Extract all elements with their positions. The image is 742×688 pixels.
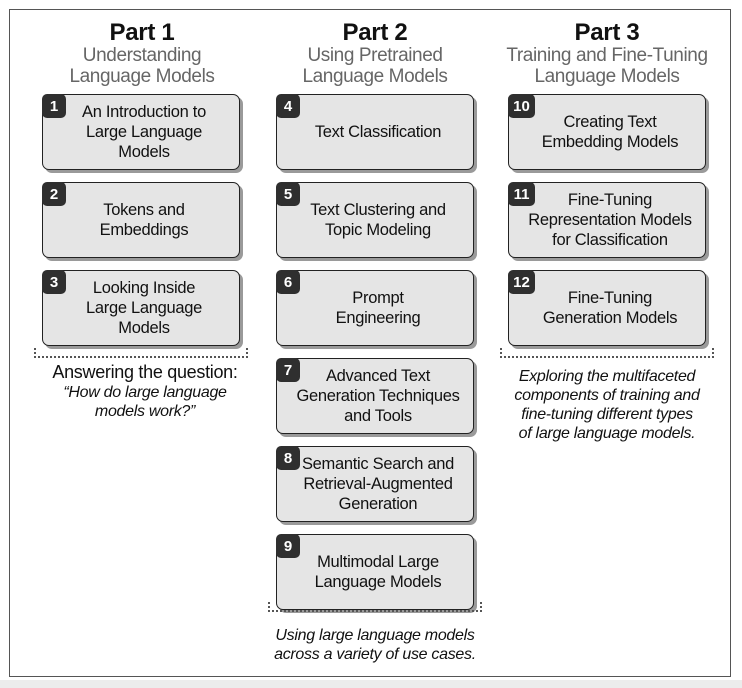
part-1-caption-plain: Answering the question: [52,362,238,382]
part-1-title: Part 1 [109,19,175,46]
chapter-10-number: 10 [508,94,535,118]
part-3-bracket [500,348,714,358]
part-2-caption-italic-line-2: across a variety of use cases. [274,646,476,663]
chapter-4-box: 4 Text Classification [276,94,474,170]
chapter-7-number: 7 [276,358,300,382]
part-1-caption-italic-line-1: “How do large language [63,384,227,401]
part-3-caption: Exploring the multifaceted components of… [488,367,726,443]
part-2-title: Part 2 [342,19,408,46]
part-2-bracket [268,602,482,612]
part-1-caption-italic-line-2: models work?” [94,403,196,420]
part-1-subtitle-line-1: Understanding [82,45,202,66]
bottom-strip [0,680,742,688]
part-1-bracket [34,348,248,358]
part-2-subtitle-line-2: Language Models [302,66,448,87]
chapter-3-number: 3 [42,270,66,294]
chapter-12-number: 12 [508,270,535,294]
part-2-caption-italic-line-1: Using large language models [275,627,475,644]
chapter-5-number: 5 [276,182,300,206]
part-2-subtitle-line-1: Using Pretrained [307,45,443,66]
chapter-6-number: 6 [276,270,300,294]
part-3-caption-italic-line-4: of large language models. [518,425,696,442]
part-3-caption-italic-line-1: Exploring the multifaceted [518,368,696,385]
chapter-9-number: 9 [276,534,300,558]
part-3-caption-italic-line-2: components of training and [514,387,700,404]
chapter-8-number: 8 [276,446,300,470]
chapter-11-number: 11 [508,182,535,206]
chapter-2-number: 2 [42,182,66,206]
part-3-subtitle-line-1: Training and Fine-Tuning [506,45,708,66]
part-2-caption: Using large language models across a var… [255,626,495,664]
part-1-subtitle-line-2: Language Models [69,66,215,87]
part-3-subtitle-line-2: Language Models [534,66,680,87]
chapter-1-number: 1 [42,94,66,118]
chapter-4-number: 4 [276,94,300,118]
part-1-caption: Answering the question: “How do large la… [26,362,264,421]
part-3-caption-italic-line-3: fine-tuning different types [521,406,693,423]
part-3-title: Part 3 [574,19,640,46]
chapter-4-label: Text Classification [314,123,442,141]
